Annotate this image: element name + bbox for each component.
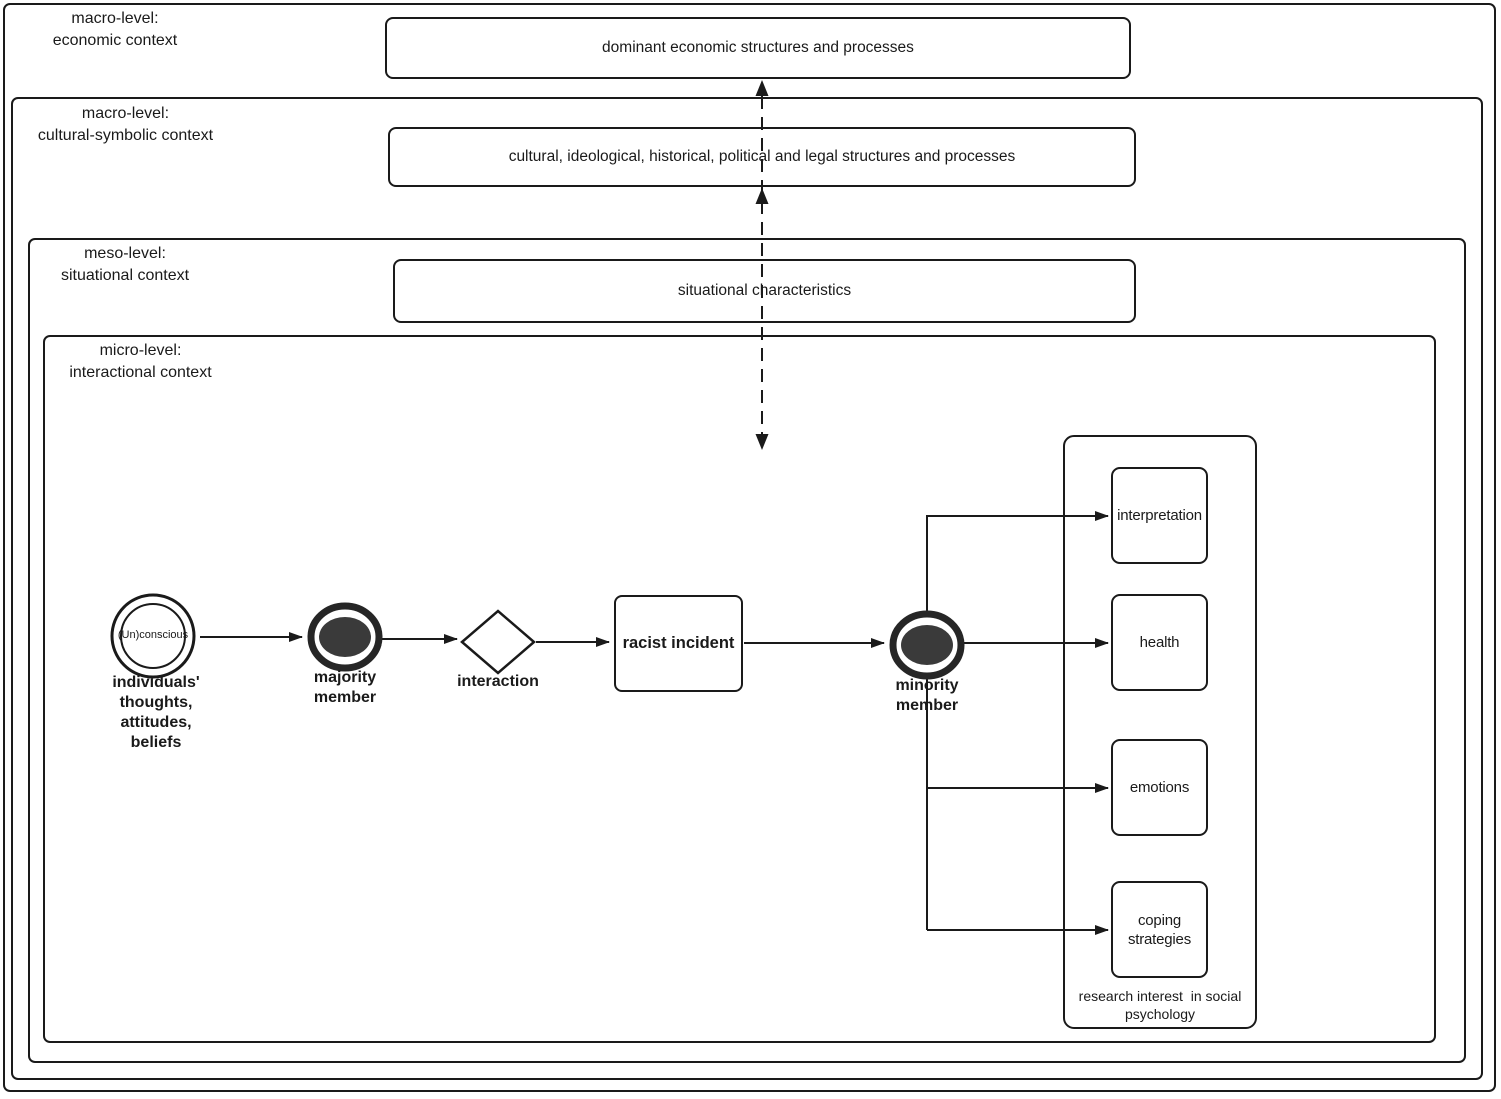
dominant-economic-structures-box: dominant economic structures and process… — [385, 17, 1131, 79]
cultural-level-label-line2: cultural-symbolic context — [37, 127, 214, 144]
individuals-label-line3: attitudes, — [120, 714, 192, 731]
interactional-context-container — [43, 335, 1436, 1043]
situational-characteristics-box: situational characteristics — [393, 259, 1136, 323]
health-box: health — [1111, 594, 1208, 691]
majority-member-label-line2: member — [313, 689, 377, 706]
micro-level-label-line1: micro-level: — [99, 342, 182, 359]
cultural-structures-box: cultural, ideological, historical, polit… — [388, 127, 1136, 187]
minority-member-label-line2: member — [895, 697, 959, 714]
individuals-label-line1: individuals' — [112, 674, 200, 691]
micro-level-label: micro-level: interactional context — [38, 340, 243, 384]
interpretation-box: interpretation — [1111, 467, 1208, 564]
individuals-label-line4: beliefs — [130, 734, 182, 751]
unconscious-label: (Un)conscious — [117, 629, 189, 641]
research-interest-caption: research interest in social psychology — [1065, 987, 1255, 1023]
majority-member-label-line1: majority — [313, 669, 377, 686]
cultural-context-container — [11, 97, 1483, 1080]
minority-member-label: minority member — [837, 676, 1017, 716]
research-interest-caption-line2: psychology — [1124, 1006, 1196, 1022]
situational-context-container — [28, 238, 1466, 1063]
meso-level-label-line2: situational context — [60, 267, 190, 284]
research-interest-caption-line1: research interest in social — [1078, 988, 1242, 1004]
minority-member-label-line1: minority — [895, 677, 959, 694]
meso-level-label-line1: meso-level: — [84, 245, 166, 262]
economic-level-label-line1: macro-level: — [71, 10, 159, 27]
majority-member-label: majority member — [255, 668, 435, 708]
economic-context-container — [3, 3, 1496, 1092]
meso-level-label: meso-level: situational context — [25, 243, 225, 287]
individuals-label: individuals' thoughts, attitudes, belief… — [66, 673, 246, 753]
micro-level-label-line2: interactional context — [69, 364, 212, 381]
cultural-level-label: macro-level: cultural-symbolic context — [23, 103, 228, 147]
emotions-box: emotions — [1111, 739, 1208, 836]
coping-strategies-line1: coping — [1137, 911, 1181, 929]
interaction-label: interaction — [457, 673, 539, 690]
economic-level-label-line2: economic context — [52, 32, 178, 49]
cultural-level-label-line1: macro-level: — [81, 105, 170, 122]
racist-incident-box: racist incident — [614, 595, 743, 692]
coping-strategies-box: coping strategies — [1111, 881, 1208, 978]
economic-level-label: macro-level: economic context — [15, 8, 215, 52]
coping-strategies-line2: strategies — [1127, 930, 1192, 948]
individuals-label-line2: thoughts, — [119, 694, 193, 711]
